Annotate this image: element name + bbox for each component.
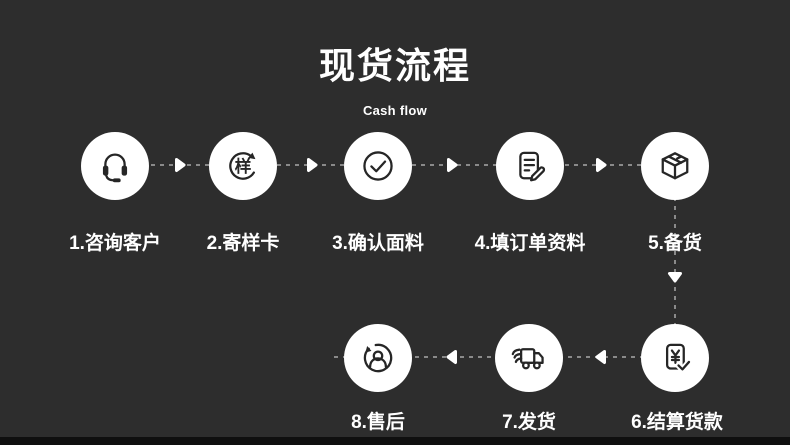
bottom-edge-bar	[0, 437, 790, 445]
step-5-circle	[641, 132, 709, 200]
arrow-down-icon	[667, 271, 683, 283]
step-8-label: 8.售后	[351, 412, 405, 433]
step-3-circle	[344, 132, 412, 200]
step-2-label: 2.寄样卡	[206, 233, 280, 254]
page-subtitle: Cash flow	[362, 103, 428, 118]
page-title: 现货流程	[318, 45, 471, 86]
arrow-right-icon	[595, 157, 607, 173]
down-dashed-line	[674, 170, 676, 358]
step-3-label: 3.确认面料	[332, 233, 424, 254]
step-4-circle	[496, 132, 564, 200]
package-icon	[661, 152, 689, 180]
sample-cycle-icon: 样	[229, 152, 256, 180]
arrow-right-icon	[446, 157, 458, 173]
check-circle-icon	[363, 151, 393, 181]
step-1-circle	[81, 132, 149, 200]
arrow-right-icon	[174, 157, 186, 173]
step-7-circle	[495, 324, 563, 392]
step-8-circle	[344, 324, 412, 392]
arrow-right-icon	[306, 157, 318, 173]
step-6-label: 6.结算货款	[631, 412, 723, 433]
svg-text:样: 样	[235, 156, 252, 176]
step-1-label: 1.咨询客户	[69, 233, 161, 254]
arrow-left-icon	[595, 349, 607, 365]
step-7-label: 7.发货	[502, 412, 556, 433]
headset-icon	[102, 153, 128, 183]
payment-receipt-icon	[665, 343, 693, 373]
step-5-label: 5.备货	[648, 233, 702, 254]
order-form-icon	[519, 151, 546, 182]
after-sale-cycle-icon	[363, 343, 393, 373]
step-2-circle: 样	[209, 132, 277, 200]
step-4-label: 4.填订单资料	[474, 233, 586, 254]
delivery-truck-icon	[511, 348, 544, 370]
step-6-circle	[641, 324, 709, 392]
arrow-left-icon	[446, 349, 458, 365]
